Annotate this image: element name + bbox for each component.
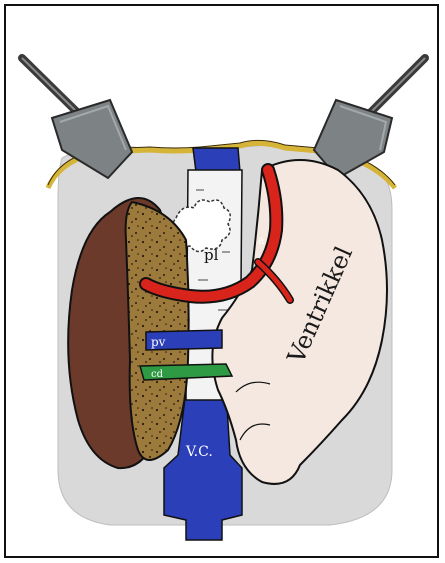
label-artery: a <box>258 234 265 247</box>
right-retractor <box>314 58 425 178</box>
left-retractor <box>22 58 132 178</box>
label-vena-cava: V.C. <box>185 444 213 460</box>
label-pl: pl <box>204 246 219 264</box>
label-pv: pv <box>151 335 166 349</box>
label-cd: cd <box>151 369 164 380</box>
